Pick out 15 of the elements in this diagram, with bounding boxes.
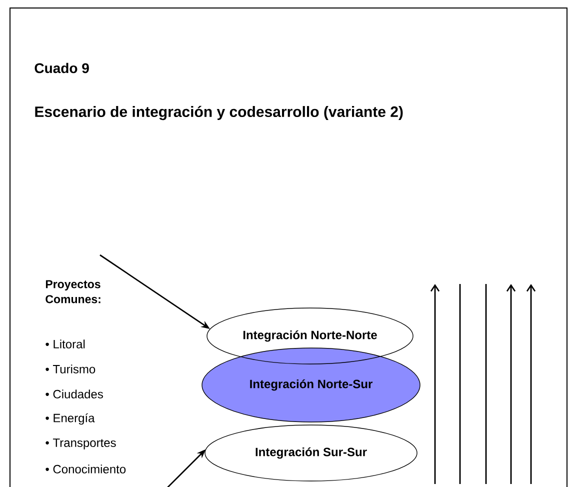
list-item: • Litoral [46, 340, 85, 348]
title: Escenario de integración y codesarrollo (variante 2) [35, 106, 403, 120]
ellipse [204, 424, 418, 482]
list-item: • Conocimiento [46, 464, 126, 474]
ellipse [202, 348, 420, 422]
heading: Cuado 9 [34, 62, 89, 74]
list-item: • Ciudades [46, 390, 103, 398]
list-item: • Transportes [46, 438, 116, 450]
list-heading: Proyectos Comunes: [46, 280, 100, 304]
ellipse-label: Integración Norte-Norte [243, 330, 377, 342]
ellipse [206, 308, 414, 364]
list-item: • Turismo [46, 364, 96, 374]
list-item: • Energía [46, 413, 95, 425]
ellipse-label: Integración Sur-Sur [256, 447, 367, 459]
ellipse-label: Integración Norte-Sur [250, 379, 372, 391]
